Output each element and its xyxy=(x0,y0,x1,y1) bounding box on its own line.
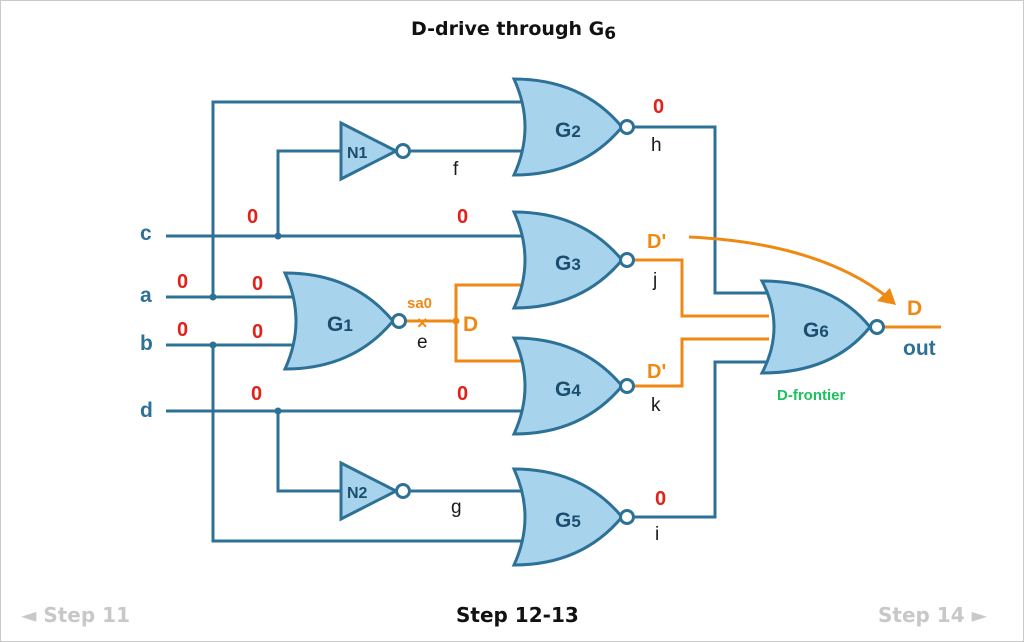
net-label-j: j xyxy=(652,270,657,291)
value-h: 0 xyxy=(653,96,664,118)
gate-g1-label: G1 xyxy=(327,313,353,336)
net-label-h: h xyxy=(651,135,662,156)
fault-label: sa0 xyxy=(407,295,432,312)
value-i: 0 xyxy=(655,488,666,510)
gate-g1: G1 xyxy=(282,271,407,371)
nav-prev-step[interactable]: ◄ Step 11 xyxy=(21,603,130,627)
net-label-f: f xyxy=(453,159,459,180)
value-c-g3: 0 xyxy=(457,206,468,228)
junction-dots xyxy=(209,232,460,415)
net-label-k: k xyxy=(651,395,661,416)
wire-b-to-g5 xyxy=(211,345,521,543)
gate-g5: G5 xyxy=(511,467,635,567)
value-a-input: 0 xyxy=(177,271,188,293)
gate-g2: G2 xyxy=(511,77,635,177)
wire-e-to-g3 xyxy=(454,283,521,321)
d-drive-arrow xyxy=(688,235,892,302)
net-label-g: g xyxy=(451,497,462,518)
value-g1-a: 0 xyxy=(252,273,263,295)
wire-j xyxy=(632,258,769,318)
input-label-d: d xyxy=(140,399,153,422)
fault-marker-icon: × xyxy=(417,313,428,333)
value-g1-b: 0 xyxy=(252,321,263,343)
current-step-label: Step 12-13 xyxy=(456,603,579,627)
wires xyxy=(166,100,767,543)
net-label-e: e xyxy=(417,332,428,353)
gate-g3: G3 xyxy=(511,210,635,310)
gate-g4-label: G4 xyxy=(555,378,581,401)
gate-g5-label: G5 xyxy=(555,509,581,532)
gate-g3-label: G3 xyxy=(555,252,581,275)
input-label-c: c xyxy=(140,222,152,245)
junction-a xyxy=(209,293,217,301)
value-c-input: 0 xyxy=(247,206,258,228)
wire-i xyxy=(632,360,767,519)
value-d-g4: 0 xyxy=(457,383,468,405)
junction-d xyxy=(274,407,282,415)
wire-d-to-n2 xyxy=(276,411,341,493)
value-d-input: 0 xyxy=(251,383,262,405)
wire-e-to-g4 xyxy=(454,321,521,363)
gate-g6-label: G6 xyxy=(803,319,829,342)
junction-c xyxy=(274,232,282,240)
wire-c-to-n1 xyxy=(276,149,341,236)
gate-n1: N1 xyxy=(339,120,411,182)
gate-n2-label: N2 xyxy=(347,485,368,502)
d-path-wires xyxy=(406,235,941,388)
gate-g4: G4 xyxy=(511,336,635,436)
value-k-dbar: D' xyxy=(647,361,666,383)
input-label-a: a xyxy=(140,284,152,307)
output-label: out xyxy=(903,337,936,360)
slide-title: D-drive through G6 xyxy=(411,18,616,44)
nav-next-step[interactable]: Step 14 ► xyxy=(878,603,988,627)
net-label-i: i xyxy=(655,524,659,545)
junction-b xyxy=(209,341,217,349)
d-frontier-label: D-frontier xyxy=(777,387,845,404)
gate-g6: G6 xyxy=(759,279,885,375)
value-j-dbar: D' xyxy=(647,231,666,253)
fault-value-d: D xyxy=(463,313,478,336)
input-label-b: b xyxy=(140,332,153,355)
value-out-d: D xyxy=(907,297,922,320)
gate-n1-label: N1 xyxy=(347,145,368,162)
gate-n2: N2 xyxy=(339,460,411,522)
junction-e xyxy=(452,317,460,325)
value-b-input: 0 xyxy=(177,319,188,341)
wire-k xyxy=(632,337,769,388)
gate-g2-label: G2 xyxy=(555,119,581,142)
wire-h xyxy=(632,125,767,295)
wire-a-to-g2 xyxy=(211,100,521,297)
arrowhead-icon xyxy=(877,288,896,305)
